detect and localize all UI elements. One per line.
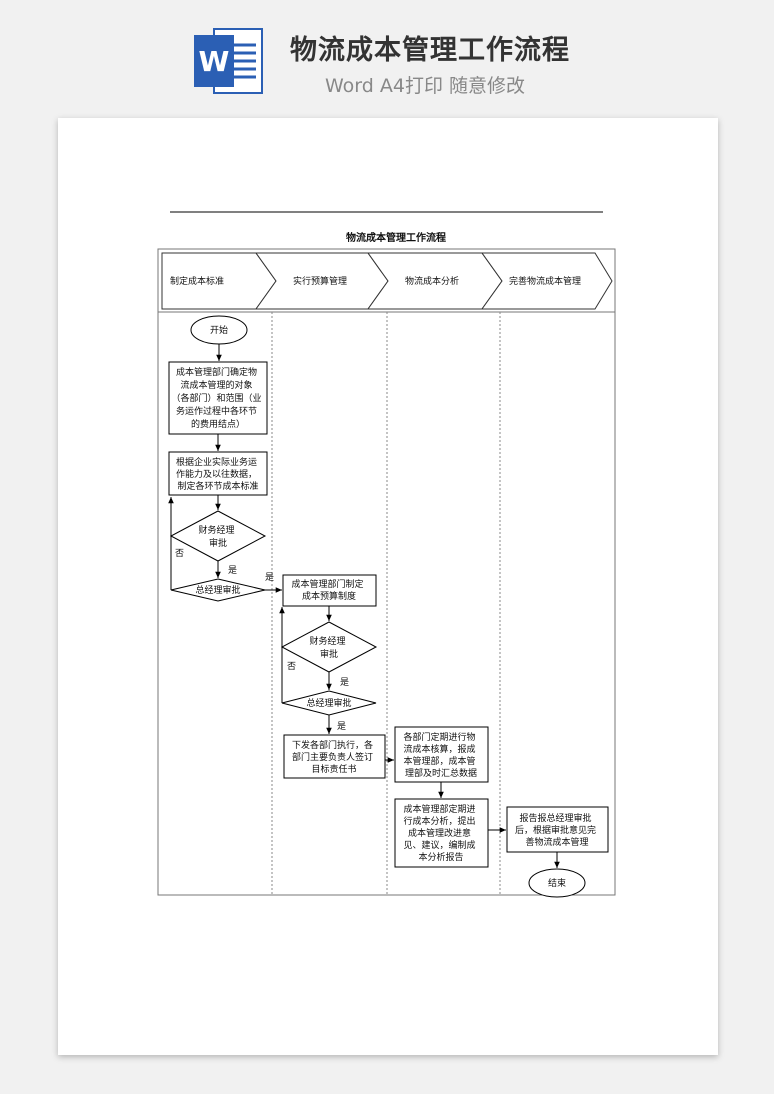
dia4-label: 总经理审批 (306, 697, 351, 709)
box6-line: 本分析报告 (418, 851, 463, 863)
word-icon-letter: W (199, 45, 230, 78)
svg-text:财务经理 审批: 财务经理 审批 (310, 635, 349, 660)
box1-line: （各部门）和范围（业 (172, 392, 262, 404)
box5-line: 各部门定期进行物 (404, 731, 476, 743)
phase-label-3: 物流成本分析 (405, 275, 459, 287)
dia2-label: 总经理审批 (195, 584, 240, 596)
word-document-icon: W (194, 28, 263, 94)
box1-line: 务运作过程中各环节 (176, 405, 257, 417)
box7-line: 后，根据审批意见完 (515, 824, 596, 836)
box5-line: 流成本核算，报成 (404, 743, 476, 755)
dia3-line: 财务经理 (310, 635, 346, 647)
box7-line: 善物流成本管理 (525, 836, 588, 848)
end-node (528, 868, 586, 898)
document-page: 物流成本管理工作流程 制定成本标准 实行预算管理 物流成本分析 完善物流成本管理… (58, 118, 718, 1055)
svg-text:下发各部门执行，各 部门主要负责人签订 目标: 下发各部门执行，各 部门主要负责人签订 目标责任书 (292, 739, 376, 775)
svg-text:成本管理部门确定物 流成本管理的对象 （各部: 成本管理部门确定物 流成本管理的对象 （各部门）和范围（业 务运作过程中各环节 … (172, 366, 265, 430)
svg-text:根据企业实际业务运 作能力及以往数据， 制定: 根据企业实际业务运 作能力及以往数据， 制定各环节成本标准 (176, 456, 260, 492)
box5-line: 理部及时汇总数据 (405, 767, 477, 779)
svg-text:报告报总经理审批 后，根据审批意见完 善物流: 报告报总经理审批 后，根据审批意见完 善物流成本管理 (515, 812, 599, 848)
flowchart: 物流成本管理工作流程 制定成本标准 实行预算管理 物流成本分析 完善物流成本管理… (157, 211, 616, 898)
svg-text:成本管理部定期进 行成本分析，提出 成本管理: 成本管理部定期进 行成本分析，提出 成本管理改进意 见、建议，编制成 本分析报告 (404, 803, 479, 863)
svg-text:财务经理 审批: 财务经理 审批 (199, 524, 238, 549)
end-label: 结束 (548, 877, 566, 889)
dia1-line: 财务经理 (199, 524, 235, 536)
yes-label: 是 (228, 565, 237, 576)
box2-line: 制定各环节成本标准 (177, 480, 258, 492)
phase-chevron-4 (481, 252, 613, 310)
box4-line: 目标责任书 (311, 763, 356, 775)
box-issue-responsibility (283, 734, 386, 779)
box6-line: 见、建议，编制成 (404, 839, 476, 851)
flow-frame (157, 248, 616, 896)
page-subtitle: Word A4打印 随意修改 (325, 75, 526, 97)
box1-line: 流成本管理的对象 (181, 379, 253, 391)
box4-line: 下发各部门执行，各 (292, 739, 373, 751)
box1-line: 成本管理部门确定物 (176, 366, 257, 378)
box-set-standards (168, 451, 268, 496)
box6-line: 成本管理部定期进 (404, 803, 476, 815)
phase-label-1: 制定成本标准 (170, 275, 224, 287)
box3-line: 成本管理部门制定 (292, 578, 364, 590)
decision-finance-approval-1 (169, 510, 267, 562)
page-title: 物流成本管理工作流程 (290, 35, 570, 66)
box2-line: 作能力及以往数据， (176, 468, 257, 480)
decision-gm-approval-1 (170, 578, 266, 602)
box7-line: 报告报总经理审批 (520, 812, 592, 824)
yes-label: 是 (337, 721, 346, 732)
decision-finance-approval-2 (280, 621, 378, 673)
no-label: 否 (175, 548, 184, 559)
yes-label: 是 (265, 572, 274, 583)
box5-line: 本管理部，成本管 (404, 755, 476, 767)
dia1-line: 审批 (209, 537, 227, 549)
no-label: 否 (287, 661, 296, 672)
box3-line: 成本预算制度 (302, 590, 356, 602)
svg-text:各部门定期进行物 流成本核算，报成 本管理部: 各部门定期进行物 流成本核算，报成 本管理部，成本管 理部及时汇总数据 (404, 731, 479, 779)
box6-line: 行成本分析，提出 (404, 815, 476, 827)
phase-label-4: 完善物流成本管理 (509, 275, 581, 287)
box-cost-accounting (394, 726, 489, 783)
svg-text:成本管理部门制定 成本预算制度: 成本管理部门制定 成本预算制度 (292, 578, 367, 602)
start-label: 开始 (210, 324, 228, 336)
phase-label-2: 实行预算管理 (293, 275, 347, 287)
box6-line: 成本管理改进意 (408, 827, 471, 839)
dia3-line: 审批 (320, 648, 338, 660)
box-gm-report (506, 806, 609, 853)
box4-line: 部门主要负责人签订 (292, 751, 373, 763)
box1-line: 的费用结点） (191, 418, 245, 430)
yes-label: 是 (340, 677, 349, 688)
box-cost-analysis (394, 798, 489, 868)
box2-line: 根据企业实际业务运 (176, 456, 257, 468)
box-budget-system (282, 574, 377, 607)
diagram-title: 物流成本管理工作流程 (346, 231, 446, 244)
